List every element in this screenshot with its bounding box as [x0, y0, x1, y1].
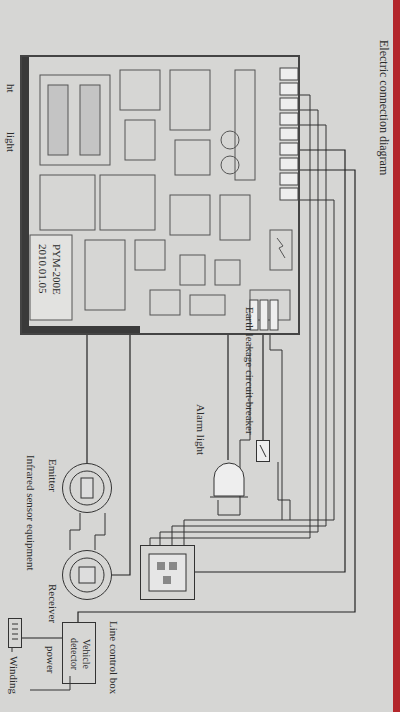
terminal-block: [250, 68, 298, 330]
label-text: Winding: [7, 656, 20, 694]
free-label: ht: [4, 84, 17, 93]
title: Electric connection diagram: [377, 40, 391, 175]
free-label: power: [44, 646, 57, 674]
receiver-circle: Receiver: [62, 550, 112, 600]
shape-figure: [257, 441, 269, 461]
power-wire: [30, 676, 70, 690]
pcb-illustration: [20, 55, 292, 335]
wire-connector: [263, 335, 264, 440]
label-text: Vehicle detector: [68, 628, 92, 680]
wire-line: [262, 335, 263, 440]
wire-line: [195, 150, 345, 572]
shape-figure: [141, 546, 194, 599]
free-label: light: [4, 132, 17, 152]
wire-connector: [112, 335, 130, 575]
shape-figure: [208, 460, 250, 500]
winding: Winding: [8, 618, 22, 648]
wire-line: [22, 637, 62, 638]
pcb-board: PYM-200E2010.01.05: [20, 55, 300, 335]
wire-connector: [78, 170, 355, 622]
label-text: Emitter: [46, 459, 59, 492]
label-text: Line control box: [107, 621, 120, 694]
shape-figure: [63, 551, 111, 599]
red-page-edge: [393, 0, 400, 712]
emitter-circle: Emitter: [62, 463, 112, 513]
wire-line: [86, 335, 87, 463]
label-text: 2010.01.05: [36, 244, 49, 294]
wire-bundle: [12, 95, 334, 690]
free-label: Infrared sensor equipment: [24, 455, 37, 570]
circuit-breaker: Earth leakage circuit-breaker: [256, 440, 270, 462]
wire-connector: [22, 638, 62, 639]
wire-line: [112, 335, 130, 575]
alarm-light: Alarm light: [208, 460, 250, 500]
wire-connector: [87, 335, 88, 463]
wire-line: [227, 335, 228, 460]
label-text: Alarm light: [194, 404, 207, 455]
label-text: PYM-200E: [50, 244, 63, 295]
label-text: Receiver: [46, 584, 59, 623]
shape-figure: [9, 619, 21, 647]
vehicle-detector: Vehicle detector: [62, 622, 96, 684]
wire-connector: [228, 335, 229, 460]
line-control-box: Line control box: [140, 545, 195, 600]
label-text: Earth leakage circuit-breaker: [243, 307, 256, 435]
wire-connector: [195, 150, 345, 572]
shape-figure: [63, 464, 111, 512]
wire-line: [78, 170, 355, 622]
